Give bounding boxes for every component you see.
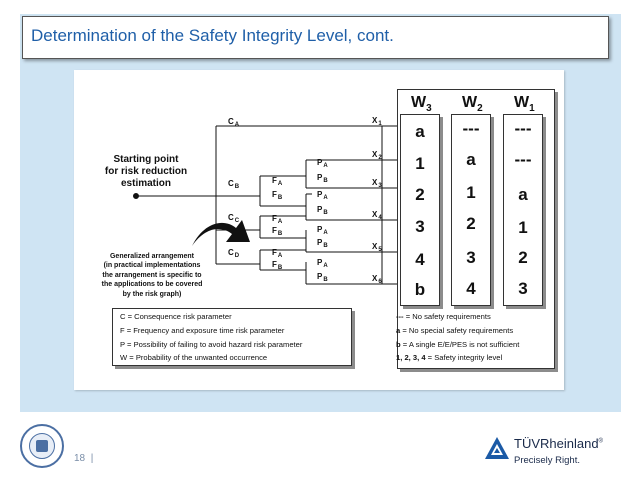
c-node-a: CA [228, 117, 240, 128]
table-cell: a [518, 185, 528, 204]
p-label: PB [317, 238, 328, 249]
start-label-line: Starting point [113, 154, 179, 165]
table-cell: 2 [518, 248, 528, 267]
brand-logo: TÜVRheinland® [514, 436, 603, 451]
legend-right-4: 1, 2, 3, 4 = Safety integrity level [396, 353, 503, 362]
generalized-note: Generalized arrangement (in practical im… [88, 252, 216, 299]
c-node-c: CC [228, 213, 240, 224]
table-cell: 4 [415, 250, 425, 269]
table-cell: b [414, 280, 426, 299]
w1-column [503, 114, 543, 306]
note-line: the arrangement is specific to [102, 271, 202, 279]
legend-p: P = Possibility of failing to avoid haza… [120, 340, 303, 349]
f-label: FB [272, 226, 283, 237]
legend-right-1: --- = No safety requirements [396, 312, 491, 321]
table-cell: --- [514, 119, 532, 138]
x-node-1: X1 [372, 116, 382, 127]
brand-tagline: Precisely Right. [514, 455, 580, 466]
table-cell: 3 [415, 217, 425, 236]
p-label: PA [317, 258, 328, 269]
x-node-5: X5 [372, 242, 382, 253]
w1-header: W1 [514, 94, 535, 114]
risk-graph-sheet: Starting point for risk reduction estima… [74, 70, 564, 390]
f-label: FA [272, 214, 283, 225]
table-cell: a [466, 150, 476, 169]
note-line: Generalized arrangement [109, 253, 195, 260]
c-node-d: CD [228, 248, 240, 259]
curved-arrow-icon [192, 220, 250, 246]
p-label: PA [317, 158, 328, 169]
table-cell: --- [462, 119, 480, 138]
table-cell: 1 [518, 218, 528, 237]
x-node-4: X4 [372, 210, 382, 221]
note-line: by the risk graph) [122, 290, 182, 298]
title-box: Determination of the Safety Integrity Le… [22, 16, 609, 59]
table-cell: 4 [466, 279, 476, 298]
table-cell: 2 [466, 214, 476, 233]
f-label: FA [272, 176, 283, 187]
f-label: FA [272, 248, 283, 259]
p-label: PA [317, 190, 328, 201]
p-label: PB [317, 272, 328, 283]
w3-column [400, 114, 440, 306]
legend-right-2: a = No special safety requirements [396, 326, 514, 335]
parameter-legend [112, 308, 352, 366]
note-line: (in practical implementations [103, 262, 201, 270]
start-label-line: estimation [120, 178, 171, 189]
x-node-2: X2 [372, 150, 382, 161]
table-cell: 3 [466, 248, 476, 267]
p-label: PB [317, 205, 328, 216]
x-node-6: X6 [372, 274, 382, 285]
legend-w: W = Probability of the unwanted occurren… [120, 353, 268, 362]
p-label: PB [317, 173, 328, 184]
start-label-line: for risk reduction [104, 166, 188, 177]
w3-header: W3 [411, 94, 432, 114]
legend-f: F = Frequency and exposure time risk par… [120, 326, 285, 335]
certification-seal [20, 424, 64, 468]
table-cell: --- [514, 150, 532, 169]
x-node-3: X3 [372, 178, 382, 189]
table-cell: 1 [466, 183, 476, 202]
c-node-b: CB [228, 179, 240, 190]
table-cell: 3 [518, 279, 528, 298]
legend-c: C = Consequence risk parameter [120, 312, 232, 321]
legend-right-3: b = A single E/E/PES is not sufficient [396, 340, 520, 349]
tuv-triangle-icon [485, 437, 509, 459]
start-label: Starting point for risk reduction estima… [96, 154, 196, 190]
page-number: 18 | [74, 453, 94, 464]
page-title: Determination of the Safety Integrity Le… [31, 26, 394, 45]
p-label: PA [317, 225, 328, 236]
table-cell: 2 [415, 185, 425, 204]
note-line: the applications to be covered [101, 281, 203, 289]
w2-header: W2 [462, 94, 483, 114]
w2-column [451, 114, 491, 306]
f-label: FB [272, 260, 283, 271]
table-cell: a [415, 122, 425, 141]
table-cell: 1 [415, 154, 425, 173]
f-label: FB [272, 190, 283, 201]
